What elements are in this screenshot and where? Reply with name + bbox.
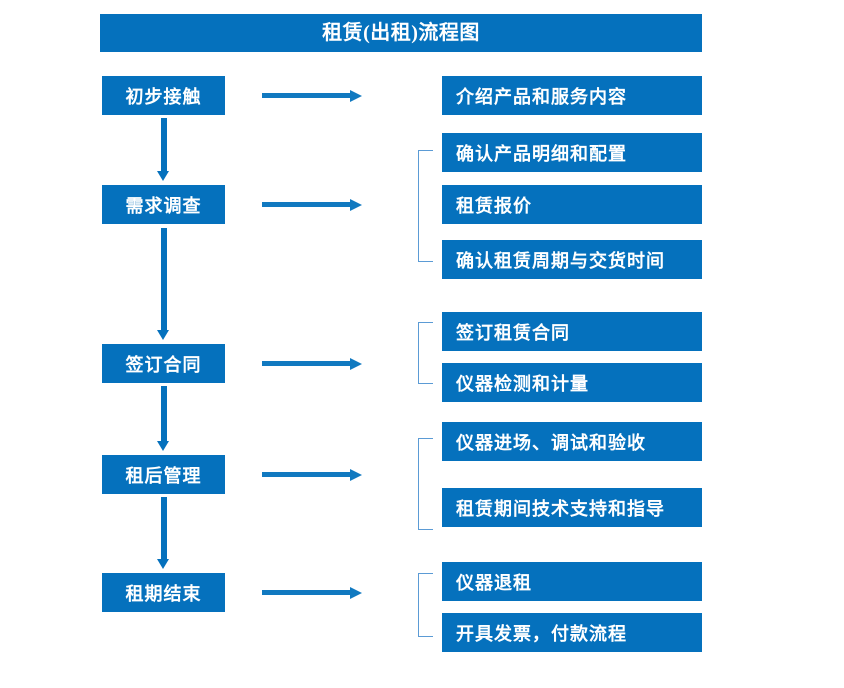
right-arrow-stage5 bbox=[262, 586, 362, 599]
down-arrow-stage2-to-stage3 bbox=[157, 228, 169, 340]
arrow-head bbox=[350, 357, 362, 370]
arrow-stem bbox=[262, 93, 352, 98]
arrow-head bbox=[157, 559, 169, 569]
detail-box-5-2[interactable]: 开具发票，付款流程 bbox=[442, 613, 702, 652]
stage-box-5[interactable]: 租期结束 bbox=[102, 573, 225, 612]
stage-box-1[interactable]: 初步接触 bbox=[102, 76, 225, 115]
right-arrow-stage4 bbox=[262, 468, 362, 481]
arrow-head bbox=[157, 330, 169, 340]
arrow-stem bbox=[161, 386, 167, 441]
arrow-head bbox=[157, 171, 169, 181]
arrow-stem bbox=[161, 118, 167, 171]
arrow-stem bbox=[161, 228, 167, 330]
stage-box-2[interactable]: 需求调查 bbox=[102, 185, 225, 224]
detail-box-3-1[interactable]: 签订租赁合同 bbox=[442, 312, 702, 351]
detail-box-3-2[interactable]: 仪器检测和计量 bbox=[442, 363, 702, 402]
detail-box-2-1[interactable]: 确认产品明细和配置 bbox=[442, 133, 702, 172]
detail-box-4-1[interactable]: 仪器进场、调试和验收 bbox=[442, 422, 702, 461]
detail-box-1-1[interactable]: 介绍产品和服务内容 bbox=[442, 76, 702, 115]
group-bracket-stage2 bbox=[418, 150, 433, 262]
arrow-stem bbox=[262, 590, 352, 595]
arrow-head bbox=[350, 468, 362, 481]
stage-box-3[interactable]: 签订合同 bbox=[102, 344, 225, 383]
detail-box-4-2[interactable]: 租赁期间技术支持和指导 bbox=[442, 488, 702, 527]
arrow-head bbox=[350, 198, 362, 211]
stage-box-4[interactable]: 租后管理 bbox=[102, 455, 225, 494]
right-arrow-stage1 bbox=[262, 89, 362, 102]
arrow-stem bbox=[262, 361, 352, 366]
right-arrow-stage3 bbox=[262, 357, 362, 370]
arrow-stem bbox=[161, 497, 167, 559]
down-arrow-stage1-to-stage2 bbox=[157, 118, 169, 181]
detail-box-2-2[interactable]: 租赁报价 bbox=[442, 185, 702, 224]
down-arrow-stage4-to-stage5 bbox=[157, 497, 169, 569]
arrow-head bbox=[350, 89, 362, 102]
detail-box-5-1[interactable]: 仪器退租 bbox=[442, 562, 702, 601]
down-arrow-stage3-to-stage4 bbox=[157, 386, 169, 451]
detail-box-2-3[interactable]: 确认租赁周期与交货时间 bbox=[442, 240, 702, 279]
arrow-head bbox=[350, 586, 362, 599]
right-arrow-stage2 bbox=[262, 198, 362, 211]
group-bracket-stage5 bbox=[418, 573, 433, 637]
group-bracket-stage3 bbox=[418, 322, 433, 384]
group-bracket-stage4 bbox=[418, 438, 433, 530]
arrow-stem bbox=[262, 472, 352, 477]
arrow-stem bbox=[262, 202, 352, 207]
arrow-head bbox=[157, 441, 169, 451]
page-title: 租赁(出租)流程图 bbox=[100, 14, 702, 52]
